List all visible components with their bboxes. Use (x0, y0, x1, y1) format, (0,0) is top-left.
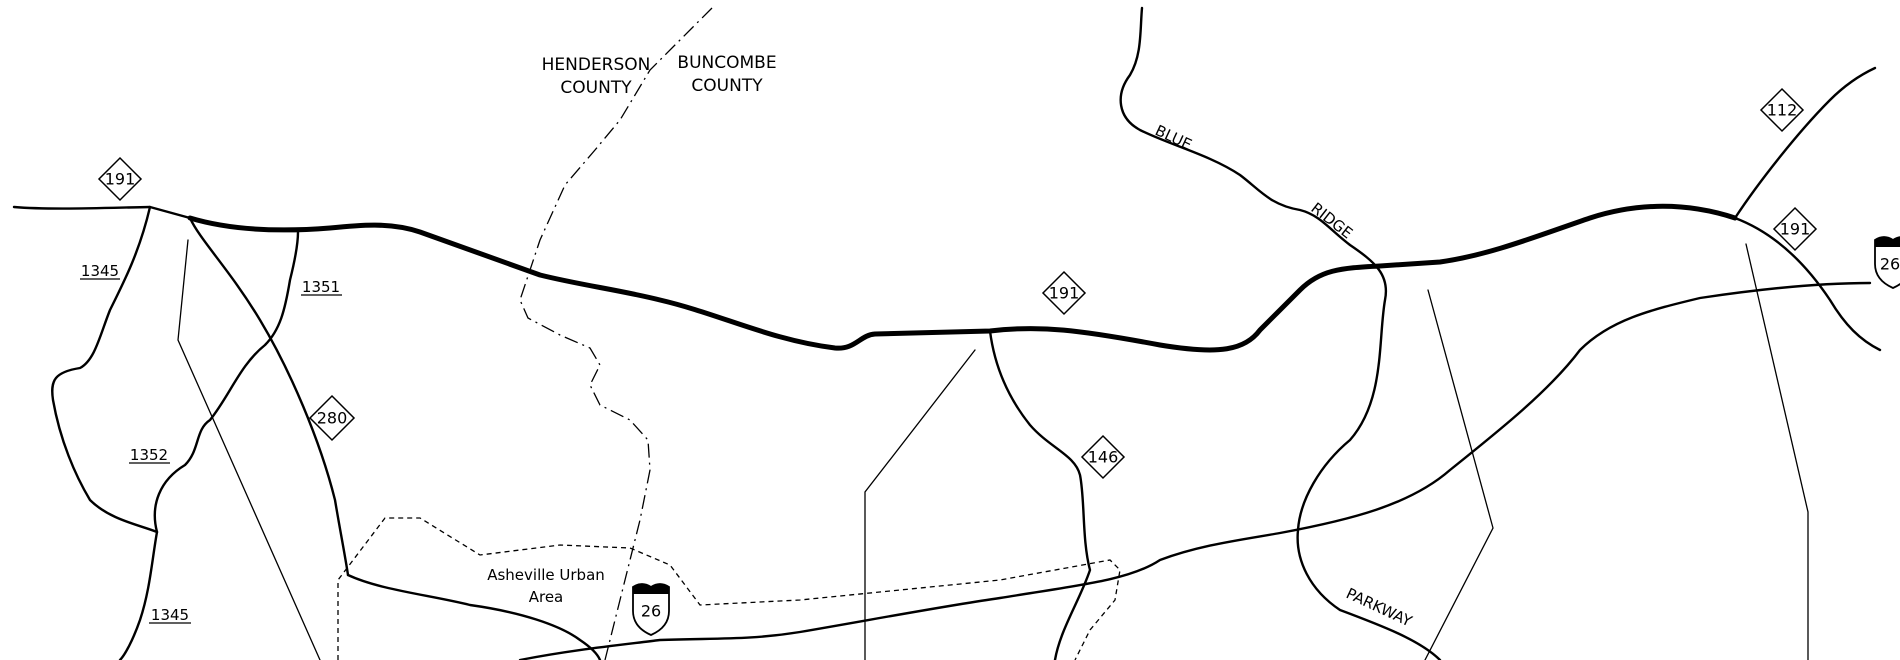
sr-1345-top-label: 1345 (80, 262, 120, 280)
svg-text:146: 146 (1088, 448, 1119, 467)
thin-road-2 (864, 349, 976, 660)
svg-text:26: 26 (641, 602, 661, 621)
i-26-road (518, 281, 1872, 660)
thin-road-3 (1424, 289, 1494, 660)
svg-text:1351: 1351 (302, 278, 340, 296)
nc-112-road (1733, 66, 1877, 220)
svg-text:26: 26 (1880, 255, 1900, 274)
nc-146-road (988, 329, 1092, 660)
sr-1345-road (51, 205, 159, 660)
urban-area-boundary (337, 517, 1121, 660)
sr-1352-label: 1352 (129, 446, 170, 464)
ridge-label: RIDGE (1308, 199, 1357, 242)
nc-280-road (188, 216, 350, 577)
svg-text:1352: 1352 (130, 446, 168, 464)
parkway-label: PARKWAY (1343, 584, 1415, 630)
svg-text:BUNCOMBE: BUNCOMBE (677, 53, 776, 73)
sr-1352-road (153, 230, 300, 534)
sr-1345-bottom-label: 1345 (149, 606, 191, 624)
nc-146-shield: 146 (1080, 434, 1126, 480)
nc-280-shield: 280 (308, 394, 356, 442)
svg-text:280: 280 (317, 409, 348, 428)
blue-label: BLUE (1152, 121, 1194, 154)
blue-ridge-parkway (1119, 6, 1442, 660)
west-road (12, 205, 192, 220)
svg-text:Asheville Urban: Asheville Urban (487, 566, 605, 584)
nc-191-shield-left: 191 (97, 156, 143, 202)
thin-road-4 (1745, 243, 1809, 660)
svg-text:1345: 1345 (81, 262, 119, 280)
i-26-shield-center: 26 (632, 583, 670, 636)
nc-191-main-road (187, 203, 1738, 353)
nc-191-east-branch (1733, 216, 1882, 352)
i-26-shield-right: 26 (1874, 236, 1900, 289)
asheville-urban-area-label: Asheville Urban Area (487, 566, 605, 606)
sr-1351-label: 1351 (301, 278, 342, 296)
svg-text:HENDERSON: HENDERSON (542, 55, 651, 75)
svg-text:Area: Area (529, 588, 564, 606)
nc-191-shield-center: 191 (1041, 270, 1087, 316)
nc-112-shield: 112 (1759, 87, 1805, 133)
svg-text:1345: 1345 (151, 606, 189, 624)
svg-text:COUNTY: COUNTY (691, 76, 763, 96)
thin-road-1 (177, 239, 321, 660)
nc-191-shield-right: 191 (1772, 206, 1818, 252)
svg-text:191: 191 (1049, 284, 1080, 303)
svg-text:191: 191 (105, 170, 136, 189)
buncombe-county-label: BUNCOMBE COUNTY (677, 53, 776, 96)
svg-text:112: 112 (1767, 101, 1798, 120)
svg-text:COUNTY: COUNTY (560, 78, 632, 98)
henderson-county-label: HENDERSON COUNTY (542, 55, 651, 98)
county-boundary-line (519, 7, 713, 660)
svg-text:191: 191 (1780, 220, 1811, 239)
